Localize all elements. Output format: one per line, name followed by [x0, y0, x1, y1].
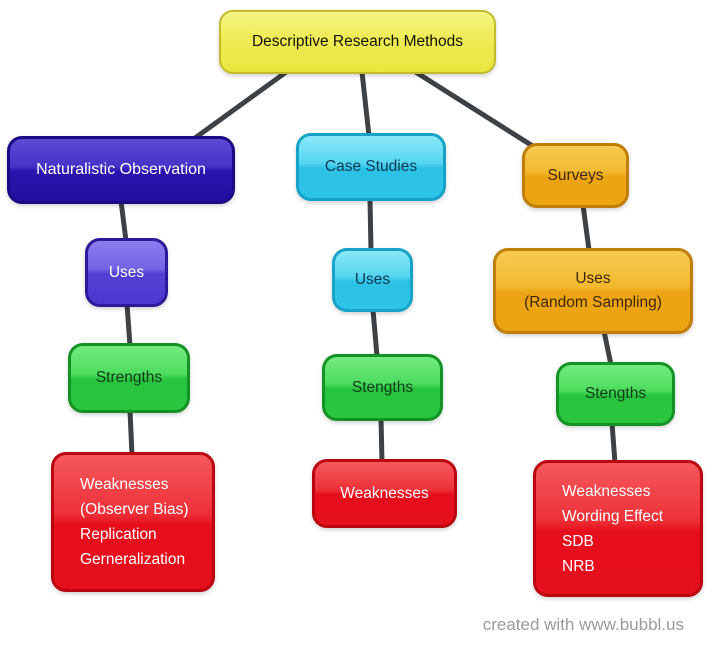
edge-stengths3-weaknesses	[609, 422, 618, 464]
node-surveys[interactable]: Surveys	[522, 143, 629, 208]
edge-uses2-stengths	[370, 309, 380, 357]
node-surveys-uses-random-sampling[interactable]: Uses (Random Sampling)	[493, 248, 693, 334]
edge-root-case	[359, 71, 372, 137]
edge-naturalistic-uses	[118, 200, 129, 242]
edge-uses-strengths	[124, 303, 133, 347]
edge-root-surveys	[412, 68, 541, 153]
node-case-weaknesses[interactable]: Weaknesses	[312, 459, 457, 528]
bubbl-watermark: created with www.bubbl.us	[482, 615, 684, 634]
node-case-uses[interactable]: Uses	[332, 248, 413, 312]
edge-surveys-uses	[580, 204, 592, 251]
edge-strengths-weaknesses	[127, 410, 135, 456]
edge-case-uses	[367, 198, 374, 251]
edge-stengths2-weaknesses	[378, 417, 385, 463]
node-naturalistic-uses[interactable]: Uses	[85, 238, 168, 307]
edge-uses3-stengths	[601, 330, 614, 366]
node-case-studies[interactable]: Case Studies	[296, 133, 446, 201]
node-naturalistic-weaknesses[interactable]: Weaknesses (Observer Bias) Replication G…	[51, 452, 215, 592]
edge-root-naturalistic	[193, 67, 291, 141]
node-case-stengths[interactable]: Stengths	[322, 354, 443, 421]
node-surveys-weaknesses[interactable]: Weaknesses Wording Effect SDB NRB	[533, 460, 703, 597]
node-descriptive-research-methods[interactable]: Descriptive Research Methods	[219, 10, 496, 74]
node-surveys-stengths[interactable]: Stengths	[556, 362, 675, 426]
node-naturalistic-strengths[interactable]: Strengths	[68, 343, 190, 413]
node-naturalistic-observation[interactable]: Naturalistic Observation	[7, 136, 235, 204]
